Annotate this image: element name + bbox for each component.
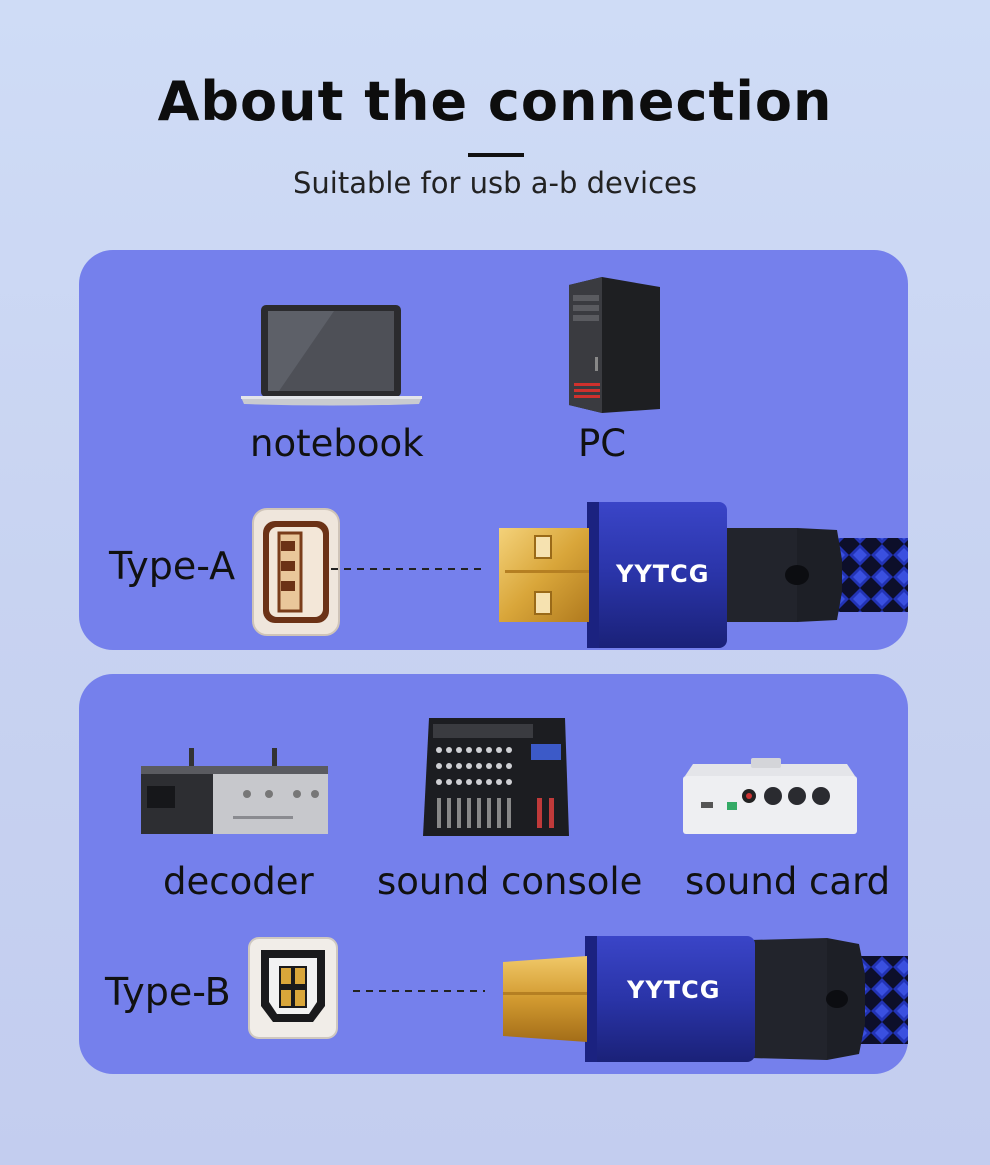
device-label-decoder: decoder [163, 860, 314, 903]
device-label-sound-card: sound card [685, 860, 891, 903]
port-label-type-a: Type-A [109, 544, 236, 588]
decoder-icon [141, 748, 328, 834]
brand-label-a: YYTCG [616, 560, 710, 588]
page-subtitle: Suitable for usb a-b devices [293, 166, 697, 200]
mixer-console-icon [423, 718, 569, 836]
type-a-panel: notebook PC Type-A [79, 250, 908, 650]
device-label-pc: PC [578, 422, 627, 465]
connection-line-b [353, 990, 485, 992]
usb-b-cable-plug-icon [503, 936, 908, 1062]
usb-type-a-port-icon [252, 508, 340, 636]
type-b-panel: decoder sound console sound card Type-B [79, 674, 908, 1074]
connection-line-a [331, 568, 487, 570]
device-label-notebook: notebook [250, 422, 424, 465]
pc-tower-icon [569, 277, 660, 413]
usb-a-cable-plug-icon [499, 502, 908, 648]
usb-type-b-port-icon [248, 937, 338, 1039]
title-underline [468, 153, 524, 157]
port-label-type-b: Type-B [105, 970, 231, 1014]
sound-card-icon [683, 758, 857, 834]
laptop-icon [241, 305, 422, 406]
device-label-sound-console: sound console [377, 860, 643, 903]
brand-label-b: YYTCG [627, 976, 721, 1004]
page-title: About the connection [157, 70, 833, 133]
